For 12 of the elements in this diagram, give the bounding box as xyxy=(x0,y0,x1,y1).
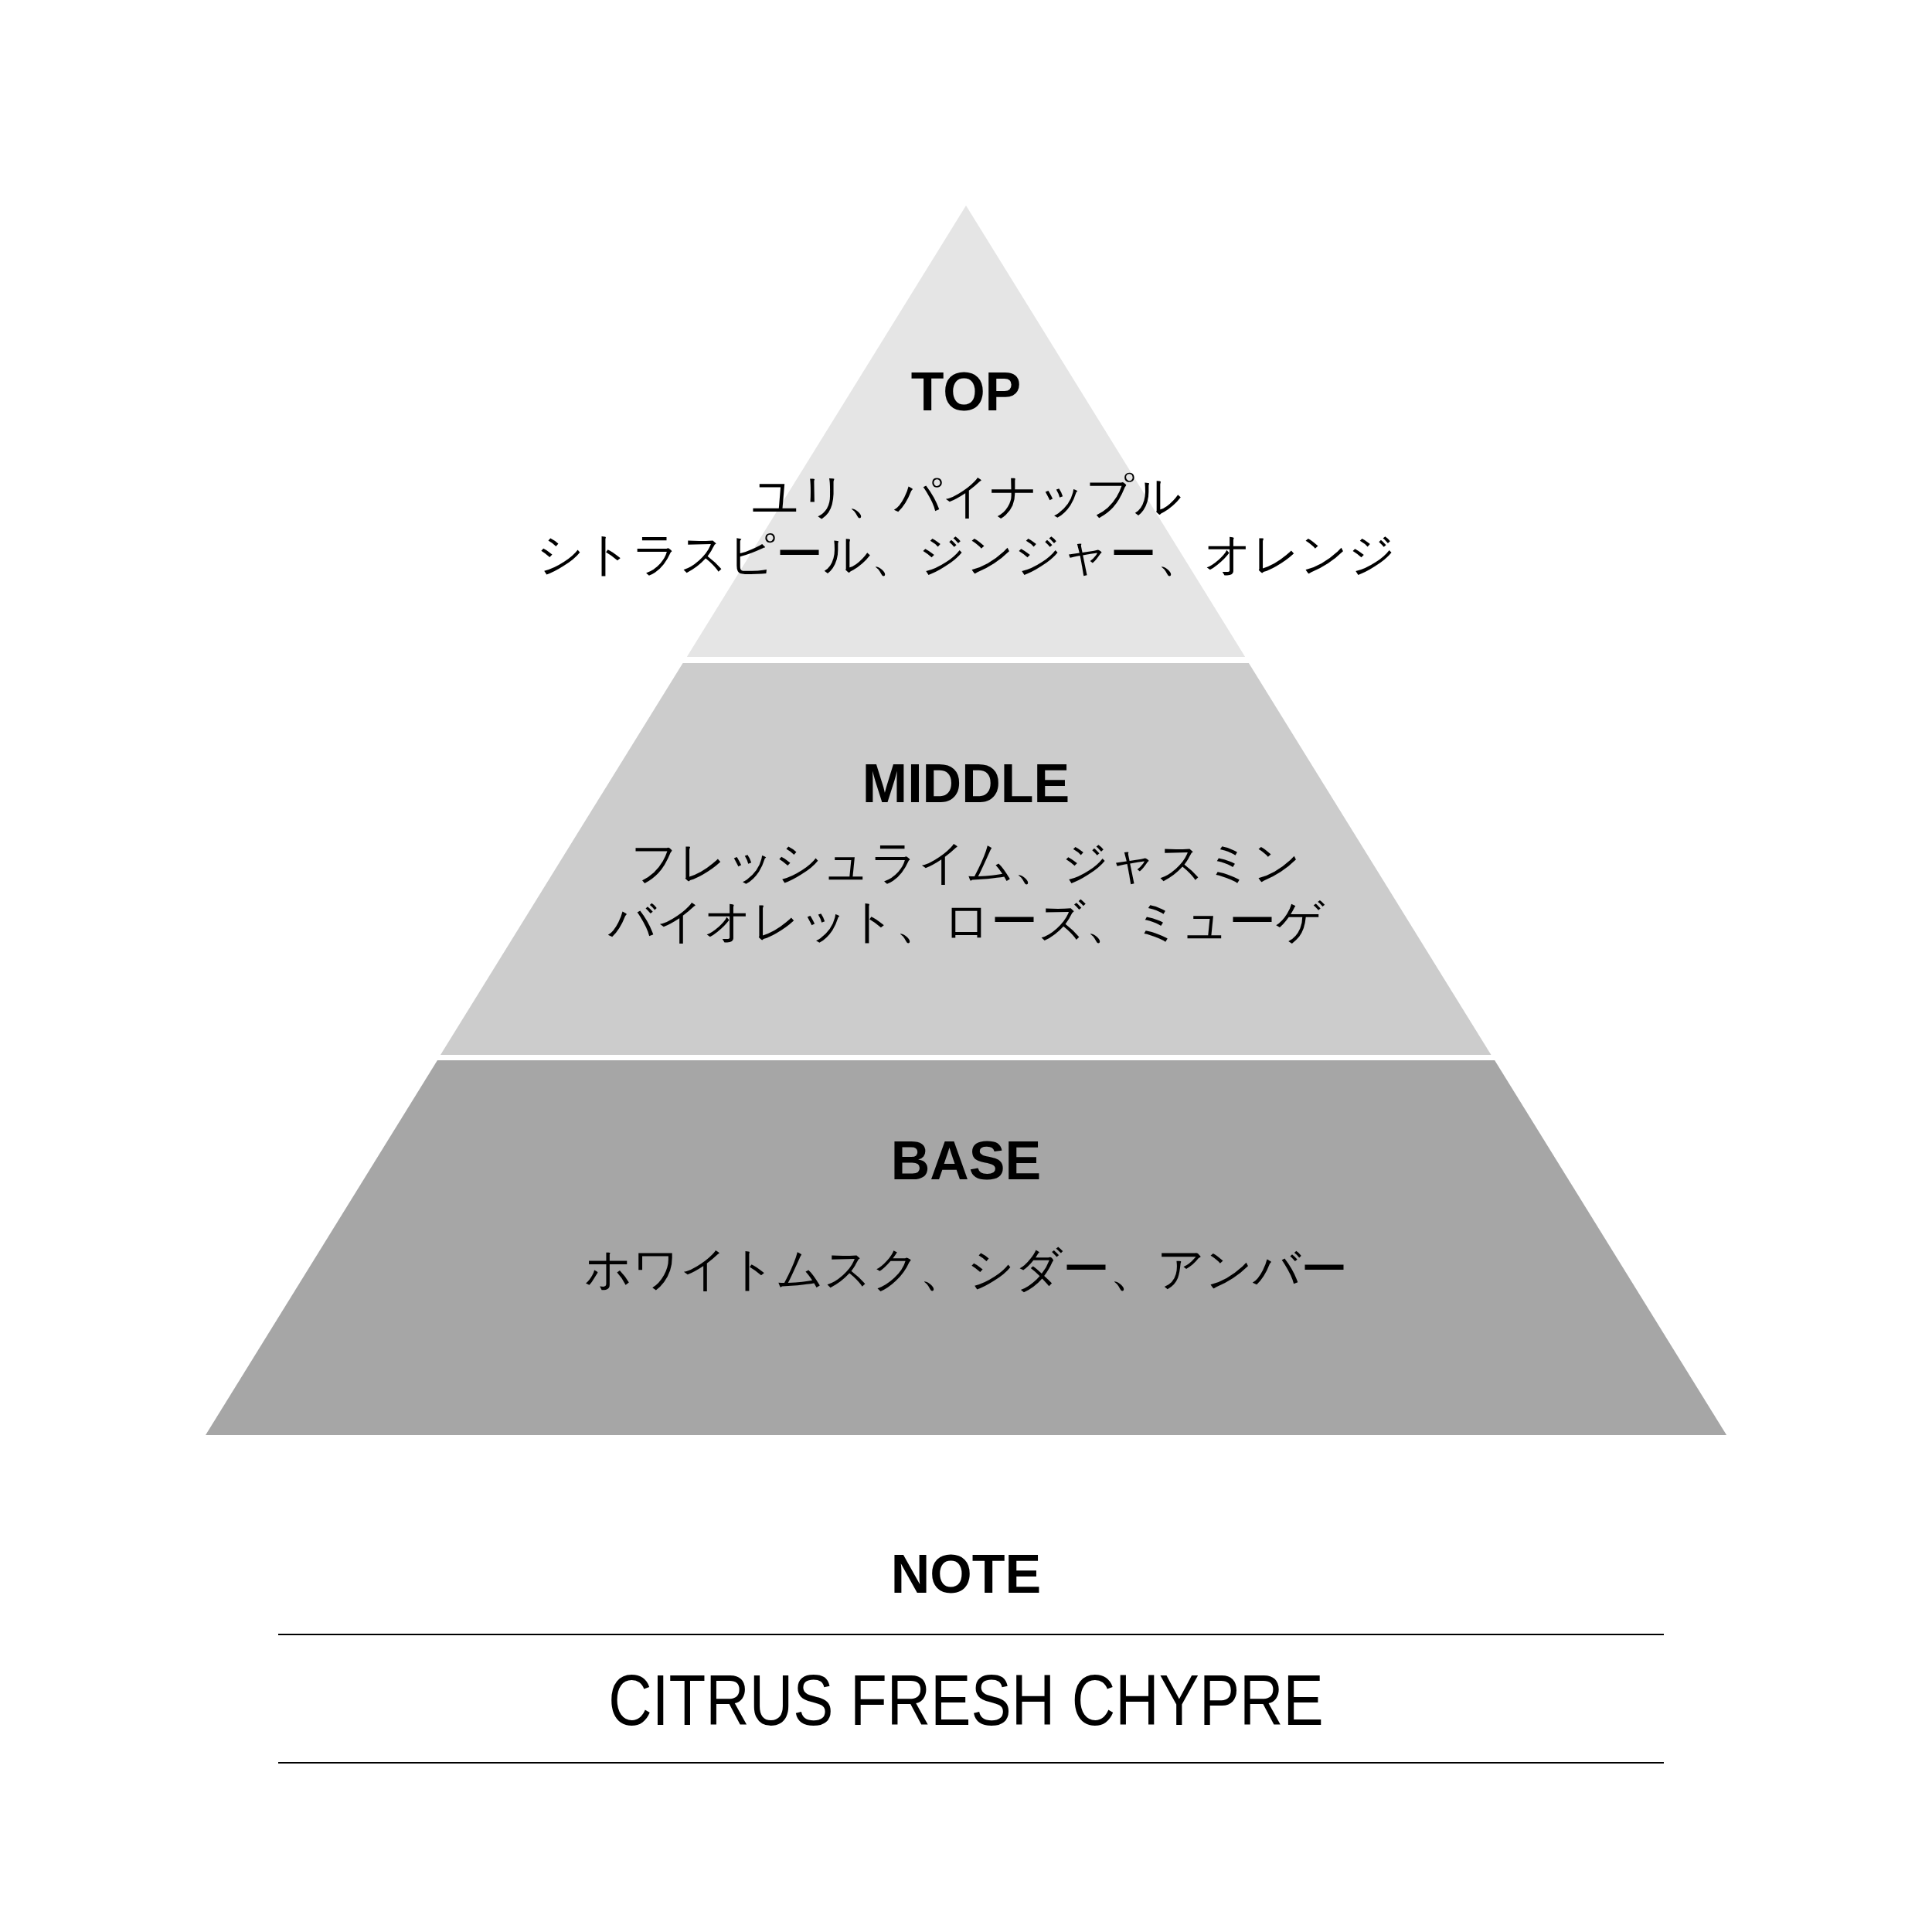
fragrance-family-text: CITRUS FRESH CHYPRE xyxy=(608,1660,1324,1742)
note-list: シトラスピール、ジンジャー、オレンジ xyxy=(536,526,1396,582)
pyramid-base-tier xyxy=(205,1060,1726,1435)
section-heading: NOTE xyxy=(890,1543,1042,1606)
pyramid-middle-tier xyxy=(440,663,1492,1055)
tier-heading: TOP xyxy=(910,360,1022,423)
note-list: フレッシュライム、ジャスミン xyxy=(631,835,1301,890)
note-list: ホワイトムスク、シダー、アンバー xyxy=(584,1241,1348,1297)
tier-heading: BASE xyxy=(890,1129,1042,1192)
note-list: ユリ、パイナップル xyxy=(750,468,1182,524)
note-list: バイオレット、ローズ、ミューゲ xyxy=(608,893,1324,949)
tier-heading: MIDDLE xyxy=(862,752,1070,815)
